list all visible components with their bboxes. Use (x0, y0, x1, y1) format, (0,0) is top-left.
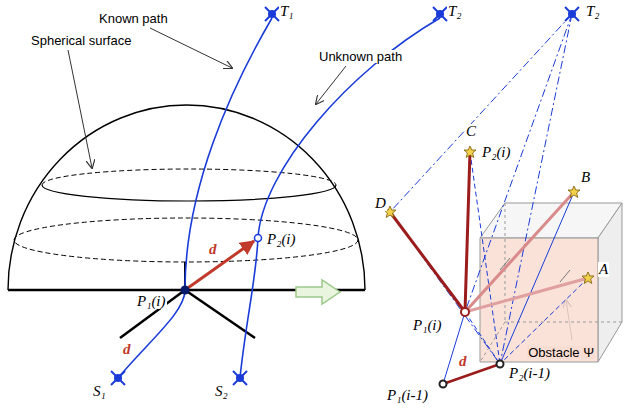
point-label: P₁(i) (136, 294, 167, 309)
obstacle-region: Obstacle Ψ (480, 238, 598, 362)
path-label: Unknown path (318, 50, 403, 63)
surface-label: Spherical surface (30, 34, 132, 47)
candidate-label: C (465, 124, 477, 139)
step-length: d (208, 242, 218, 257)
target-marker (565, 7, 579, 21)
path-label: Known path (98, 12, 169, 25)
point-label: P₁(i-1) (386, 388, 429, 403)
point-marker (497, 361, 504, 368)
step-length: d (122, 342, 132, 357)
point-label: P₂(i) (481, 145, 512, 160)
step-length: d (458, 354, 468, 369)
d-vector (185, 241, 254, 290)
start-label: S₁ (92, 384, 107, 399)
target-label: T₂ (447, 4, 463, 19)
obstacle-label: Obstacle Ψ (527, 346, 595, 359)
candidate-label: D (374, 196, 387, 211)
target-marker (433, 7, 447, 21)
candidate-label: B (580, 170, 591, 185)
candidate-steps (390, 152, 588, 312)
point-label: P₁(i) (412, 318, 443, 333)
point-marker (440, 381, 447, 388)
start-marker (233, 371, 247, 385)
paths (118, 18, 440, 378)
candidate-point (582, 272, 594, 284)
target-marker (265, 7, 279, 21)
candidate-label: A (598, 262, 609, 277)
d-step (443, 364, 500, 384)
transition-arrow (296, 280, 340, 304)
point-marker (461, 308, 469, 316)
target-label: T₁ (279, 4, 295, 19)
start-label: S₂ (214, 384, 229, 399)
point-label: P₂(i) (266, 232, 297, 247)
point-label: P₂(i-1) (508, 366, 551, 381)
hemisphere (8, 105, 365, 338)
point-marker (255, 235, 262, 242)
candidate-point (568, 186, 580, 198)
candidate-point (464, 146, 476, 158)
point-marker (181, 286, 190, 295)
obstacle-box (480, 203, 622, 362)
construction-lines (390, 14, 588, 384)
start-marker (111, 371, 125, 385)
target-label: T₂ (585, 4, 601, 19)
